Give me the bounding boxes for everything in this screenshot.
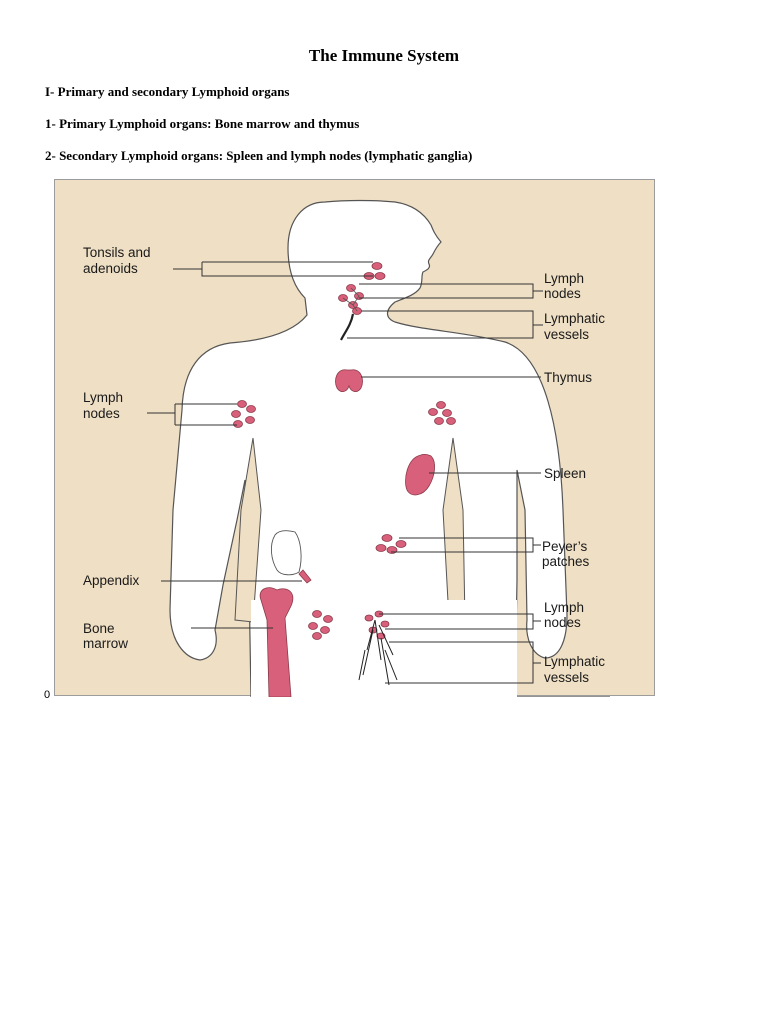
peyers-patches xyxy=(375,534,407,554)
neck-node-connectors xyxy=(342,287,360,312)
label-appendix: Appendix xyxy=(83,573,140,588)
leg-lymphatic-vessels xyxy=(358,619,398,686)
right-armpit-nodes xyxy=(428,401,456,425)
label-peyers-line2: patches xyxy=(542,554,590,569)
document-title: The Immune System xyxy=(308,46,460,65)
peyers-bracket xyxy=(391,537,541,553)
label-lymphatic-vessels-leg-line2: vessels xyxy=(544,670,589,685)
label-peyers-line1: Peyer’s xyxy=(542,539,588,554)
label-lymph-nodes-left-line2: nodes xyxy=(83,406,120,421)
thymus xyxy=(335,369,363,392)
left-arm-gap xyxy=(234,437,262,623)
primary-lymphoid-organs-line: 1- Primary Lymphoid organs: Bone marrow … xyxy=(45,116,360,131)
label-bone-marrow-line2: marrow xyxy=(83,636,128,651)
left-armpit-nodes xyxy=(231,400,256,428)
page-marker: 0 xyxy=(44,689,51,701)
label-lymph-nodes-left-line1: Lymph xyxy=(83,390,123,405)
label-lymph-nodes-neck-line2: nodes xyxy=(544,286,581,301)
lower-body xyxy=(251,600,517,697)
lymphatic-vessels-leg-bracket xyxy=(385,641,541,684)
lymph-nodes-neck-bracket xyxy=(359,283,543,299)
section-heading-lymphoid-organs: I- Primary and secondary Lymphoid organs xyxy=(45,84,290,99)
secondary-lymphoid-organs-line: 2- Secondary Lymphoid organs: Spleen and… xyxy=(45,148,473,163)
appendix xyxy=(298,569,312,584)
immune-system-diagram: Tonsils and adenoids Lymph nodes Appendi… xyxy=(54,179,655,697)
label-tonsils-line1: Tonsils and xyxy=(83,245,151,260)
label-spleen: Spleen xyxy=(544,466,586,481)
label-bone-marrow-line1: Bone xyxy=(83,621,115,636)
label-lymph-nodes-groin-line1: Lymph xyxy=(544,600,584,615)
groin-nodes-left xyxy=(308,610,333,640)
label-lymphatic-vessels-neck-line2: vessels xyxy=(544,327,589,342)
spleen xyxy=(405,453,435,496)
lymph-nodes-groin-bracket xyxy=(379,613,541,630)
label-lymphatic-vessels-neck-line1: Lymphatic xyxy=(544,311,605,326)
tonsils-leader xyxy=(173,261,373,277)
large-intestine-outline xyxy=(270,530,302,576)
label-thymus: Thymus xyxy=(544,370,592,385)
bone-marrow xyxy=(259,587,294,697)
lymphatic-vessels-neck-bracket xyxy=(347,310,543,339)
label-lymphatic-vessels-leg-line1: Lymphatic xyxy=(544,654,605,669)
label-lymph-nodes-groin-line2: nodes xyxy=(544,615,581,630)
label-tonsils-line2: adenoids xyxy=(83,261,138,276)
neck-vessel xyxy=(340,313,355,341)
lymph-nodes-left-leader xyxy=(147,403,237,426)
label-lymph-nodes-neck-line1: Lymph xyxy=(544,271,584,286)
